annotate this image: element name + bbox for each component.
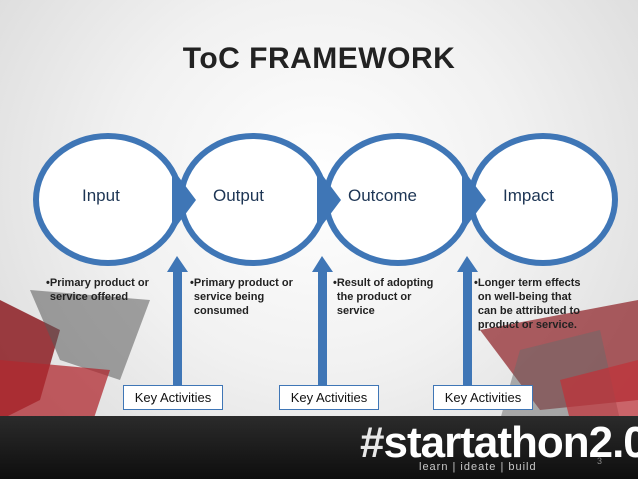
outcome-description: • Result of adopting the product or serv…	[333, 276, 433, 318]
stage-label-outcome: Outcome	[348, 186, 417, 205]
description-line: Result of adopting	[336, 277, 434, 289]
description-line: service offered	[49, 291, 129, 303]
key-activities-box-3: Key Activities	[433, 385, 533, 410]
stage-label-input: Input	[82, 186, 120, 205]
brand-logo: #startathon2.0	[360, 418, 638, 468]
page-title: ToC FRAMEWORK	[182, 42, 456, 75]
arrow-shaft	[173, 270, 182, 386]
stage-label-impact: Impact	[503, 186, 555, 205]
description-line: service being	[193, 291, 265, 303]
red-shard-right-2	[560, 360, 638, 420]
stage-label-output: Output	[213, 186, 265, 205]
circle-impact	[468, 133, 618, 266]
bullet: •	[46, 277, 50, 289]
impact-description: • Longer term effects on well-being that…	[474, 276, 581, 332]
up-arrow-icon	[457, 256, 478, 272]
description-line: can be attributed to	[477, 305, 580, 317]
description-line: service	[336, 305, 375, 317]
chevron-icon	[317, 168, 341, 232]
key-activities-box-1: Key Activities	[123, 385, 223, 410]
description-line: Primary product or	[49, 277, 149, 289]
arrow-shaft	[463, 270, 472, 386]
brand-name: startathon2.0	[383, 418, 638, 467]
brand-hash: #	[360, 418, 385, 467]
footer-bar	[0, 416, 638, 479]
gray-shard-left	[30, 290, 150, 380]
description-line: Longer term effects	[477, 277, 581, 289]
description-line: product or service.	[477, 319, 577, 331]
page-number: 3	[597, 456, 603, 466]
chevron-icon	[172, 168, 196, 232]
bullet: •	[474, 277, 478, 289]
bullet: •	[333, 277, 337, 289]
bullet: •	[190, 277, 194, 289]
key-activities-box-2: Key Activities	[279, 385, 379, 410]
description-line: on well-being that	[477, 291, 572, 303]
up-arrow-icon	[312, 256, 333, 272]
description-line: the product or	[336, 291, 412, 303]
description-line: Primary product or	[193, 277, 293, 289]
input-description: • Primary product or service offered	[46, 276, 149, 304]
chevron-icon	[462, 168, 486, 232]
description-line: consumed	[193, 305, 249, 317]
arrow-shaft	[318, 270, 327, 386]
up-arrow-icon	[167, 256, 188, 272]
output-description: • Primary product or service being consu…	[190, 276, 293, 318]
brand-tagline: learn | ideate | build	[419, 461, 537, 473]
